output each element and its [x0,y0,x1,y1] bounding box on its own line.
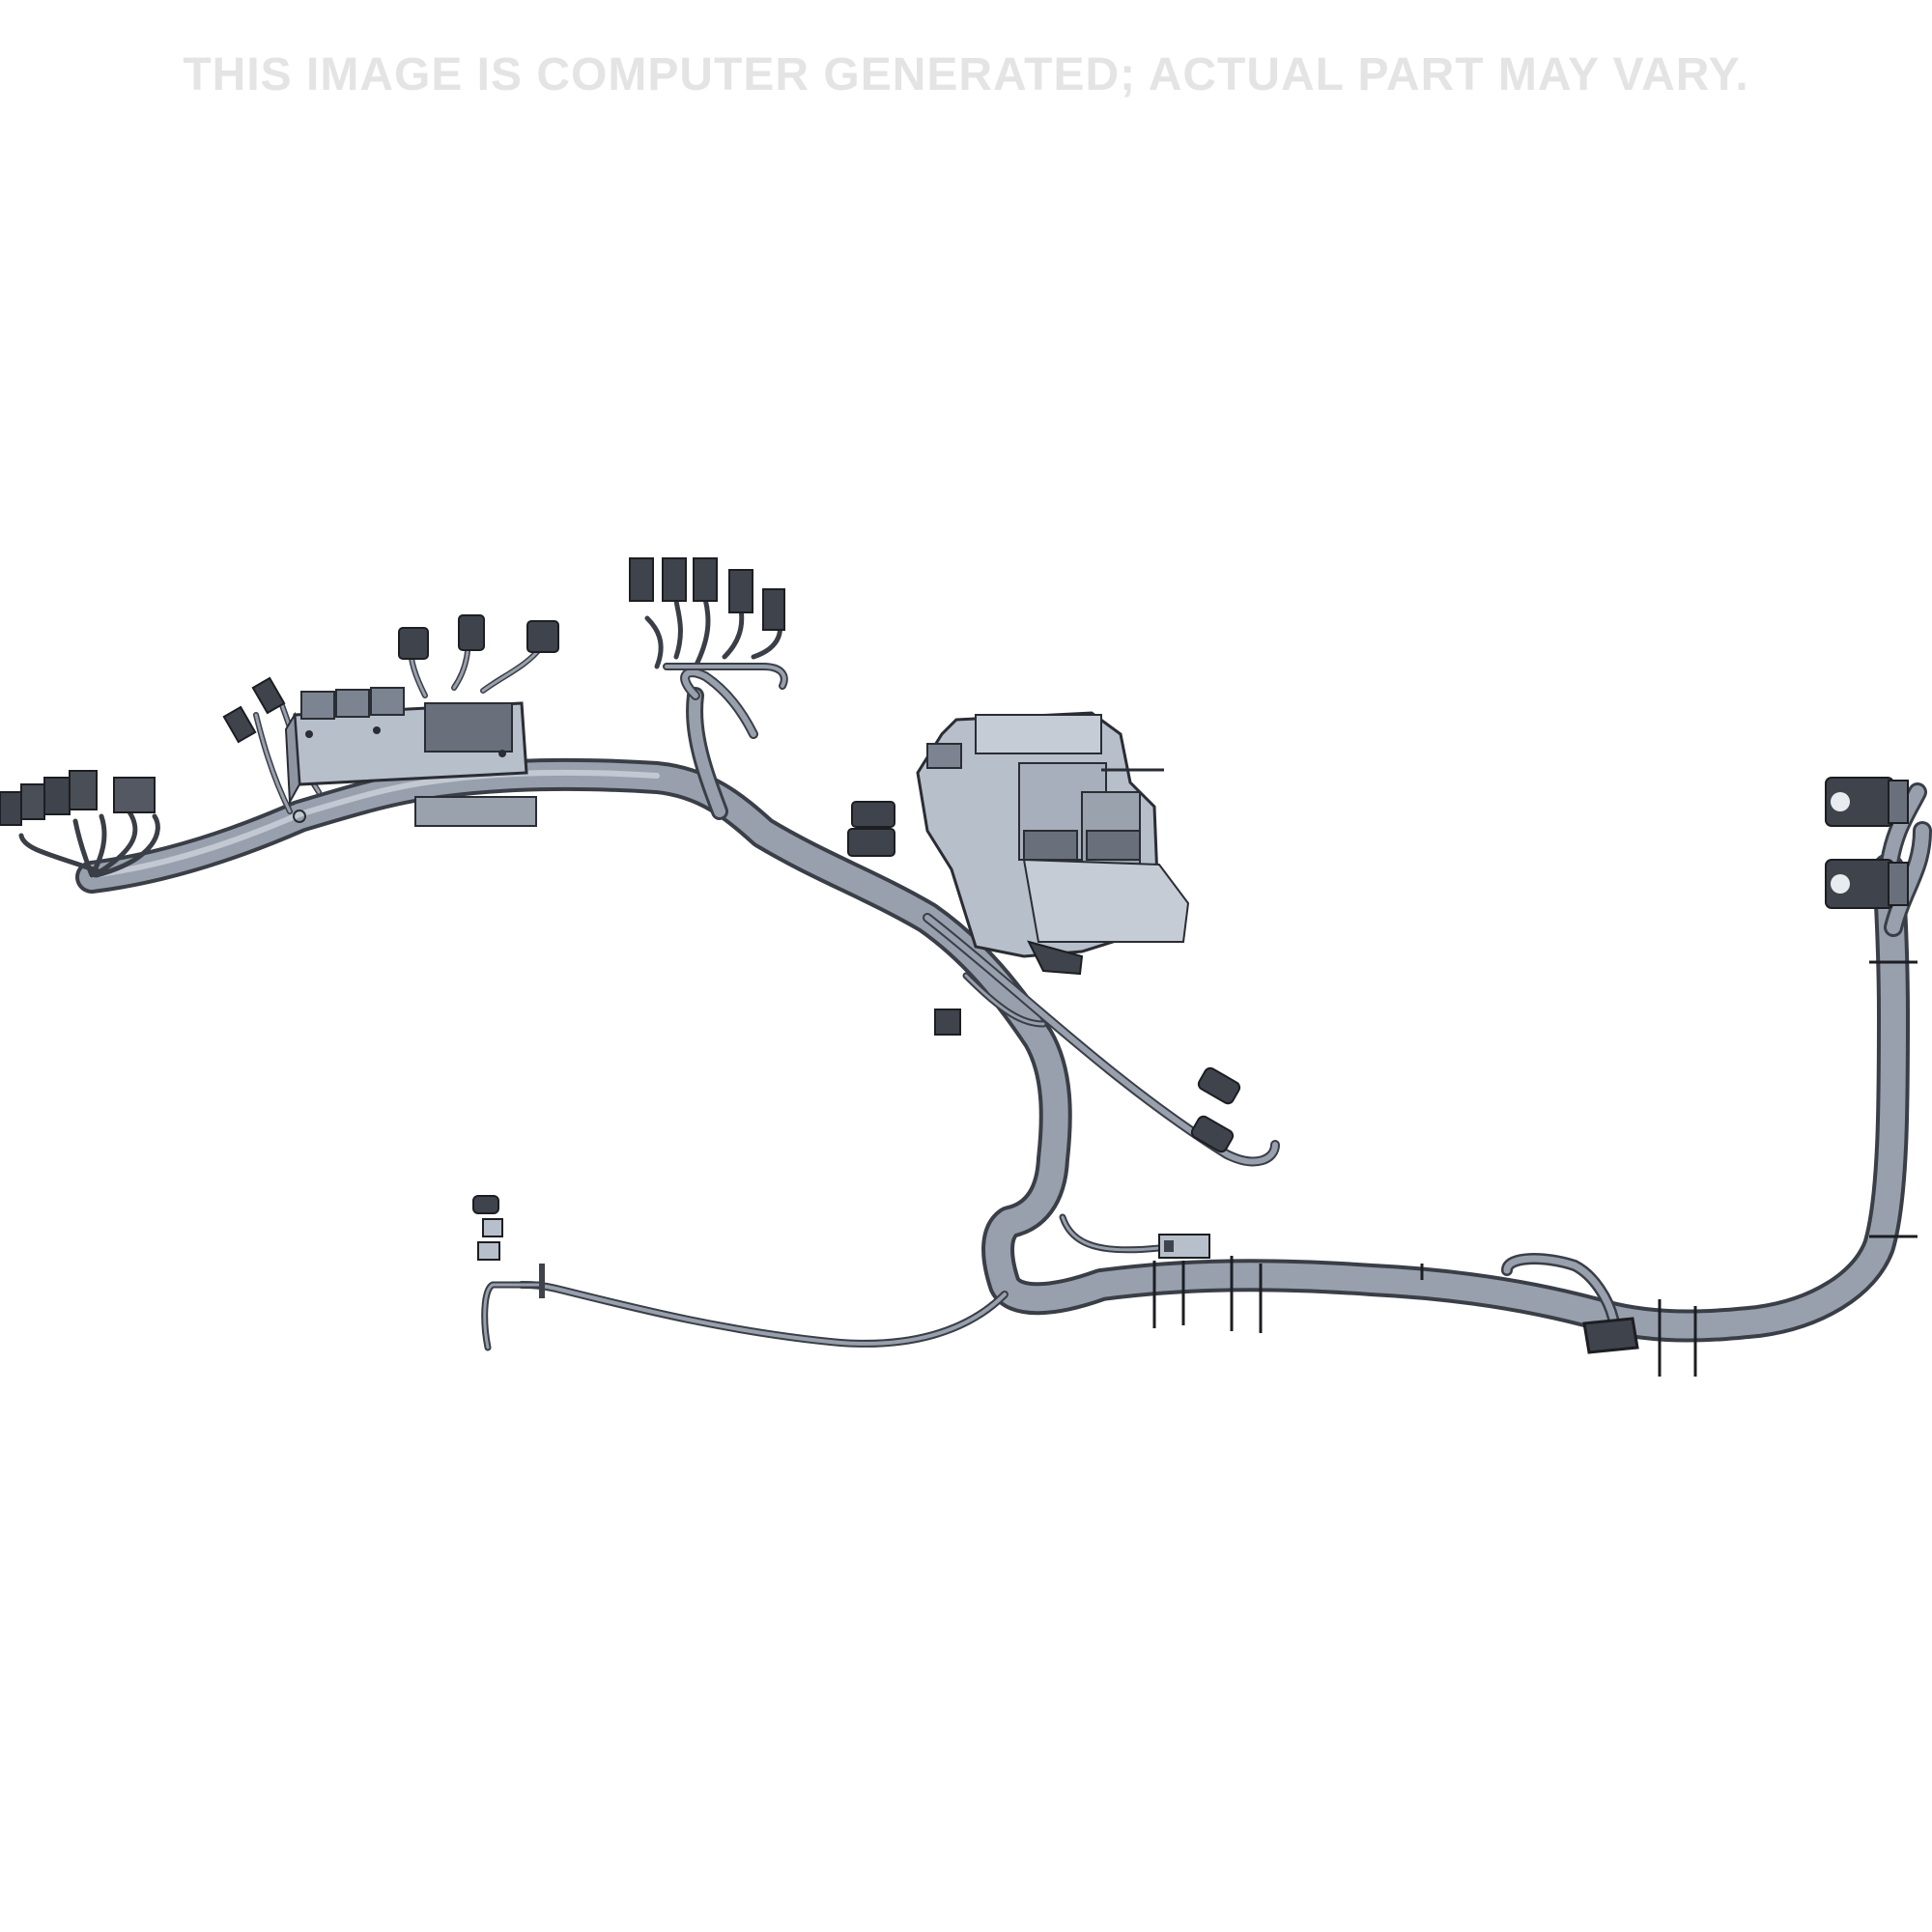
connector-plug [1190,1115,1235,1153]
relay-block [335,689,370,718]
connector-plug [398,627,429,660]
connector-plug [482,1218,503,1237]
fuse-block [424,702,513,753]
connector-plug [851,801,895,828]
connector-latch [1164,1240,1174,1252]
connector-face [1831,792,1850,811]
connector-plug [20,783,45,820]
relay-block [300,691,335,720]
mount-hole [373,726,381,734]
fuse-box-side-connectors [222,676,286,744]
top-connector-group [398,614,559,660]
mount-hole [498,750,506,757]
fuse-relay-box [284,687,537,827]
module-connector-bank [1086,830,1141,861]
clip-mount [1582,1317,1639,1354]
module-bracket [1027,940,1084,976]
module-lower-tray [1022,858,1190,943]
central-module-assembly [916,711,1190,976]
round-connector-ring [1888,780,1909,824]
dangling-connector [934,1009,961,1036]
connector-plug [526,620,559,653]
module-fitting [926,743,962,769]
mount-hole [305,730,313,738]
branch-cables [18,596,1932,1351]
connector-plug [629,557,654,602]
relay-block [370,687,405,716]
connector-plug [113,777,156,813]
main-trunk [75,757,1910,1343]
left-connector-cluster [0,770,156,826]
connector-plug [43,777,71,815]
connector-plug [1197,1066,1241,1105]
connector-plug [477,1241,500,1261]
connector-plug [458,614,485,651]
connector-plug [934,1009,961,1036]
connector-plug [222,705,257,744]
mounting-studs [1152,960,1918,1377]
mount-hole [293,810,306,823]
module-top-cover [975,714,1102,754]
wire-tee [539,1264,545,1298]
top-right-connector-cluster [629,557,785,631]
box-base [414,796,537,827]
connector-plug [0,791,22,826]
right-end-round-connectors [1825,777,1909,909]
lower-mid-connector [1158,1234,1210,1259]
connector-plug [69,770,98,810]
branch-connector-pair [1190,1066,1241,1153]
connector-plug [693,557,718,602]
side-connector-pair [847,801,895,857]
module-connector-bank [1023,830,1078,861]
connector-face [1831,874,1850,894]
connector-plug [728,569,753,613]
connector-plug [662,557,687,602]
connector-plug [847,828,895,857]
connector-plug [251,676,286,715]
round-connector-ring [1888,862,1909,906]
disclaimer-watermark: THIS IMAGE IS COMPUTER GENERATED; ACTUAL… [183,49,1749,100]
connector-plug [472,1195,499,1214]
small-connector-stack [472,1195,545,1298]
connector-plug [762,588,785,631]
